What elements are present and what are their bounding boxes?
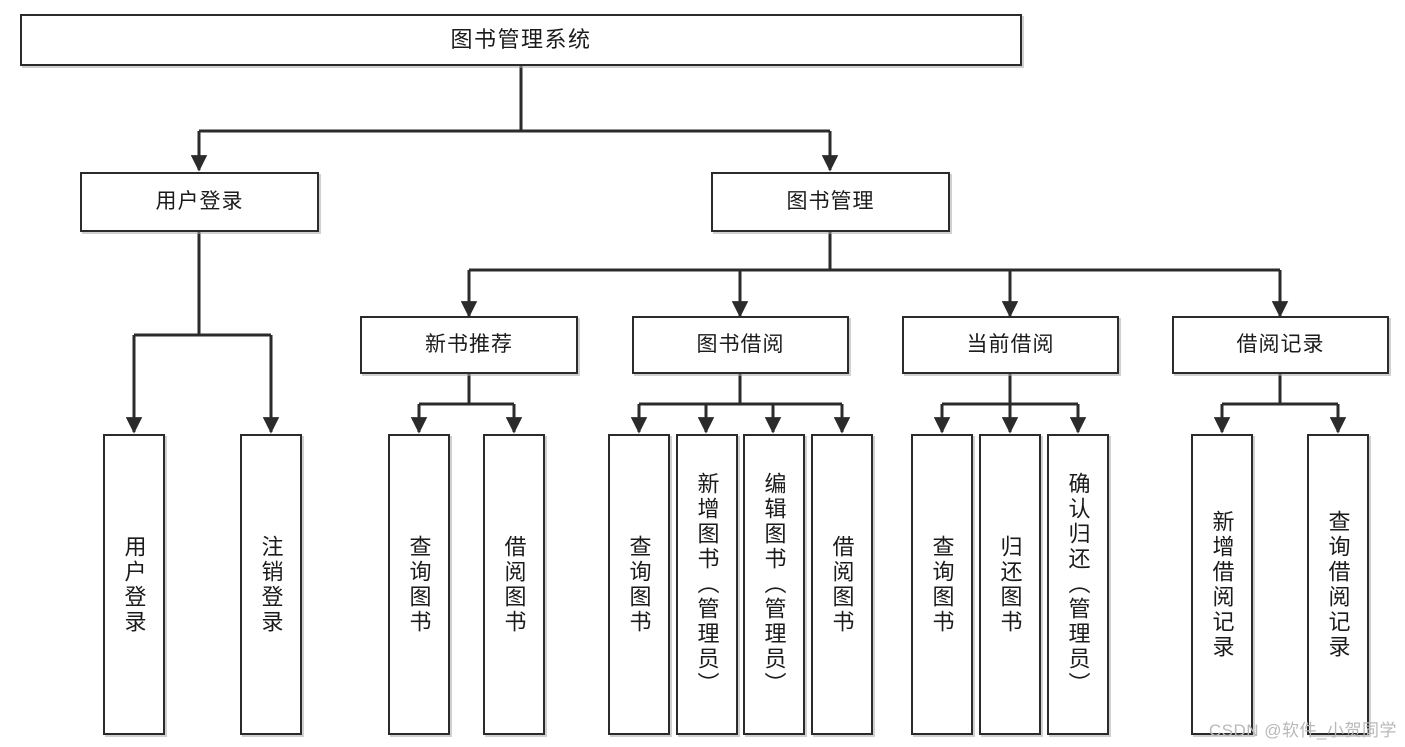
node-label: 查询图书 [929,534,955,635]
node-label: 当前借阅 [966,333,1055,357]
node-label: 注销登录 [258,534,284,635]
node-label: 新增图书（管理员） [694,472,720,697]
node-label: 用户登录 [121,534,147,635]
node-leaf-query-book-recommendation[interactable]: 查询图书 [388,434,450,735]
node-leaf-borrow-book-recommendation[interactable]: 借阅图书 [483,434,545,735]
node-label: 借阅图书 [501,534,527,635]
node-label: 图书借阅 [696,333,785,357]
node-leaf-add-book-admin[interactable]: 新增图书（管理员） [676,434,738,735]
node-label: 查询借阅记录 [1325,509,1351,660]
node-label: 图书管理系统 [450,26,592,52]
node-leaf-query-borrowing-record[interactable]: 查询借阅记录 [1307,434,1369,735]
node-label: 借阅图书 [829,534,855,635]
node-label: 借阅记录 [1236,333,1325,357]
node-current-borrowing[interactable]: 当前借阅 [902,316,1119,374]
node-leaf-add-borrowing-record[interactable]: 新增借阅记录 [1191,434,1253,735]
node-new-book-recommendation[interactable]: 新书推荐 [360,316,578,374]
node-book-borrowing[interactable]: 图书借阅 [632,316,849,374]
node-leaf-edit-book-admin[interactable]: 编辑图书（管理员） [743,434,805,735]
node-label: 图书管理 [786,190,875,214]
node-label: 用户登录 [155,190,244,214]
node-label: 查询图书 [406,534,432,635]
node-label: 编辑图书（管理员） [761,472,787,697]
node-label: 新书推荐 [425,333,513,357]
node-book-management[interactable]: 图书管理 [711,172,950,232]
node-root-book-management-system[interactable]: 图书管理系统 [20,14,1022,66]
node-label: 确认归还（管理员） [1065,472,1091,697]
node-leaf-confirm-return-admin[interactable]: 确认归还（管理员） [1047,434,1109,735]
node-leaf-return-book[interactable]: 归还图书 [979,434,1041,735]
node-label: 新增借阅记录 [1209,509,1235,660]
node-label: 查询图书 [626,534,652,635]
node-leaf-user-login[interactable]: 用户登录 [103,434,165,735]
node-leaf-query-book-borrowing[interactable]: 查询图书 [608,434,670,735]
node-leaf-borrow-book[interactable]: 借阅图书 [811,434,873,735]
node-borrowing-record[interactable]: 借阅记录 [1172,316,1389,374]
node-label: 归还图书 [997,534,1023,635]
node-user-login[interactable]: 用户登录 [80,172,319,232]
node-leaf-query-book-current[interactable]: 查询图书 [911,434,973,735]
node-leaf-user-logout[interactable]: 注销登录 [240,434,302,735]
